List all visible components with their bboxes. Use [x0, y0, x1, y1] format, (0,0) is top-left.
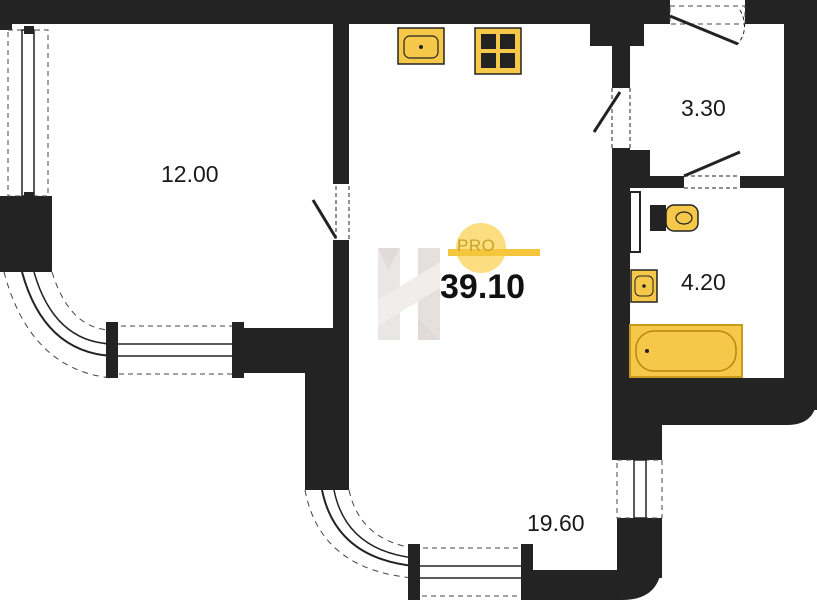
- room-area-label: 3.30: [681, 95, 726, 121]
- room-area-label: 12.00: [161, 161, 219, 187]
- toilet-icon: [650, 204, 699, 232]
- watermark-logo: [378, 248, 440, 340]
- pro-badge: [448, 223, 540, 273]
- room-area-label: 4.20: [681, 269, 726, 295]
- bathtub-icon: [629, 324, 743, 378]
- total-area: 39.10: [440, 268, 526, 306]
- doors: [311, 9, 745, 240]
- pro-badge-label: PRO: [457, 236, 496, 255]
- room-area-label: 19.60: [527, 510, 585, 536]
- sink-icon: [397, 27, 445, 65]
- window-bars: [24, 26, 533, 600]
- washbasin-icon: [629, 191, 658, 303]
- stove-icon: [474, 27, 522, 75]
